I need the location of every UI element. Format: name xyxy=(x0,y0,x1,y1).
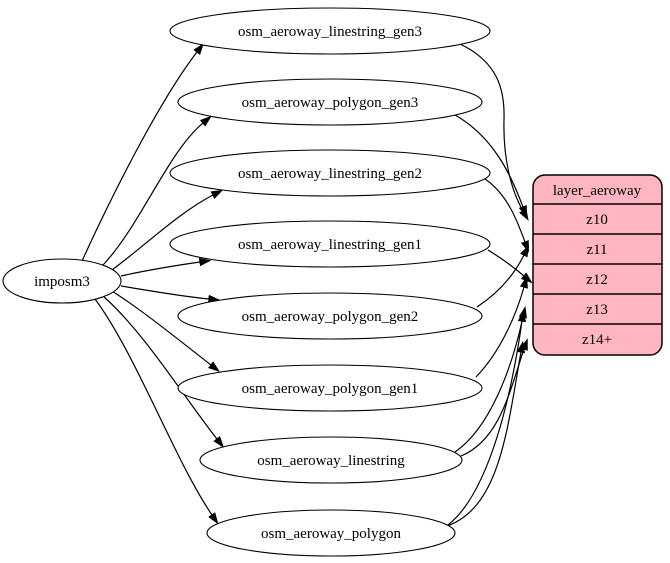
edge-osm_aeroway_polygon_gen3-z10 xyxy=(454,114,527,218)
node-ellipse xyxy=(199,436,463,484)
layer-title: layer_aeroway xyxy=(553,183,642,199)
edges-from-source xyxy=(81,42,225,525)
node-label: osm_aeroway_polygon_gen1 xyxy=(242,381,419,397)
layer-row-z11: z11 xyxy=(586,242,607,258)
node-label: osm_aeroway_linestring_gen3 xyxy=(238,24,422,40)
edge-imposm3-osm_aeroway_linestring_gen2 xyxy=(111,189,224,271)
layer-record-box xyxy=(532,174,663,356)
edge-imposm3-osm_aeroway_linestring_gen3 xyxy=(81,42,204,262)
layer-row-z14plus: z14+ xyxy=(582,332,612,348)
edge-osm_aeroway_linestring_gen2-z11 xyxy=(484,178,529,253)
node-ellipse xyxy=(169,7,491,55)
layer-row-z13: z13 xyxy=(586,302,608,318)
edge-imposm3-osm_aeroway_linestring xyxy=(102,295,225,448)
node-label: osm_aeroway_linestring_gen2 xyxy=(238,166,422,182)
edge-osm_aeroway_polygon-z13 xyxy=(447,309,527,526)
node-imposm3: imposm3 xyxy=(2,258,122,304)
node-ellipse xyxy=(206,509,456,557)
edge-osm_aeroway_linestring_gen1-z12 xyxy=(487,249,533,284)
node-ellipse xyxy=(177,292,483,340)
node-osm_aeroway_linestring_gen1: osm_aeroway_linestring_gen1 xyxy=(169,220,491,268)
node-osm_aeroway_linestring_gen2: osm_aeroway_linestring_gen2 xyxy=(169,149,491,197)
node-ellipse xyxy=(177,364,483,412)
node-ellipse xyxy=(169,149,491,197)
node-label: osm_aeroway_polygon_gen2 xyxy=(242,309,419,325)
node-osm_aeroway_linestring: osm_aeroway_linestring xyxy=(199,436,463,484)
node-label: imposm3 xyxy=(34,274,90,290)
edge-osm_aeroway_polygon_gen2-z11 xyxy=(476,244,530,308)
node-osm_aeroway_polygon_gen2: osm_aeroway_polygon_gen2 xyxy=(177,292,483,340)
node-label: osm_aeroway_polygon_gen3 xyxy=(242,95,419,111)
edge-imposm3-osm_aeroway_polygon_gen2 xyxy=(120,285,221,304)
layer-row-z12: z12 xyxy=(586,272,608,288)
edge-osm_aeroway_linestring_gen3-z10 xyxy=(459,43,529,221)
edge-imposm3-osm_aeroway_polygon xyxy=(94,298,219,525)
node-osm_aeroway_polygon_gen1: osm_aeroway_polygon_gen1 xyxy=(177,364,483,412)
node-layer_aeroway: layer_aeroway z10 z11 z12 z13 z14+ xyxy=(532,174,663,356)
node-ellipse xyxy=(177,78,483,126)
edge-imposm3-osm_aeroway_linestring_gen1 xyxy=(120,257,212,277)
edges-to-layer xyxy=(443,43,533,528)
edge-imposm3-osm_aeroway_polygon_gen3 xyxy=(102,115,212,266)
node-osm_aeroway_linestring_gen3: osm_aeroway_linestring_gen3 xyxy=(169,7,491,55)
edge-osm_aeroway_polygon_gen1-z12 xyxy=(475,276,528,378)
node-label: osm_aeroway_linestring_gen1 xyxy=(238,237,422,253)
node-ellipse xyxy=(2,258,122,304)
edge-osm_aeroway_polygon-z14 xyxy=(443,340,526,528)
node-osm_aeroway_polygon_gen3: osm_aeroway_polygon_gen3 xyxy=(177,78,483,126)
node-label: osm_aeroway_polygon xyxy=(261,526,401,542)
edge-imposm3-osm_aeroway_polygon_gen1 xyxy=(111,290,221,372)
node-label: osm_aeroway_linestring xyxy=(257,453,405,469)
layer-row-z10: z10 xyxy=(586,212,608,228)
node-ellipse xyxy=(169,220,491,268)
node-osm_aeroway_polygon: osm_aeroway_polygon xyxy=(206,509,456,557)
edge-osm_aeroway_linestring-z13 xyxy=(454,305,527,453)
